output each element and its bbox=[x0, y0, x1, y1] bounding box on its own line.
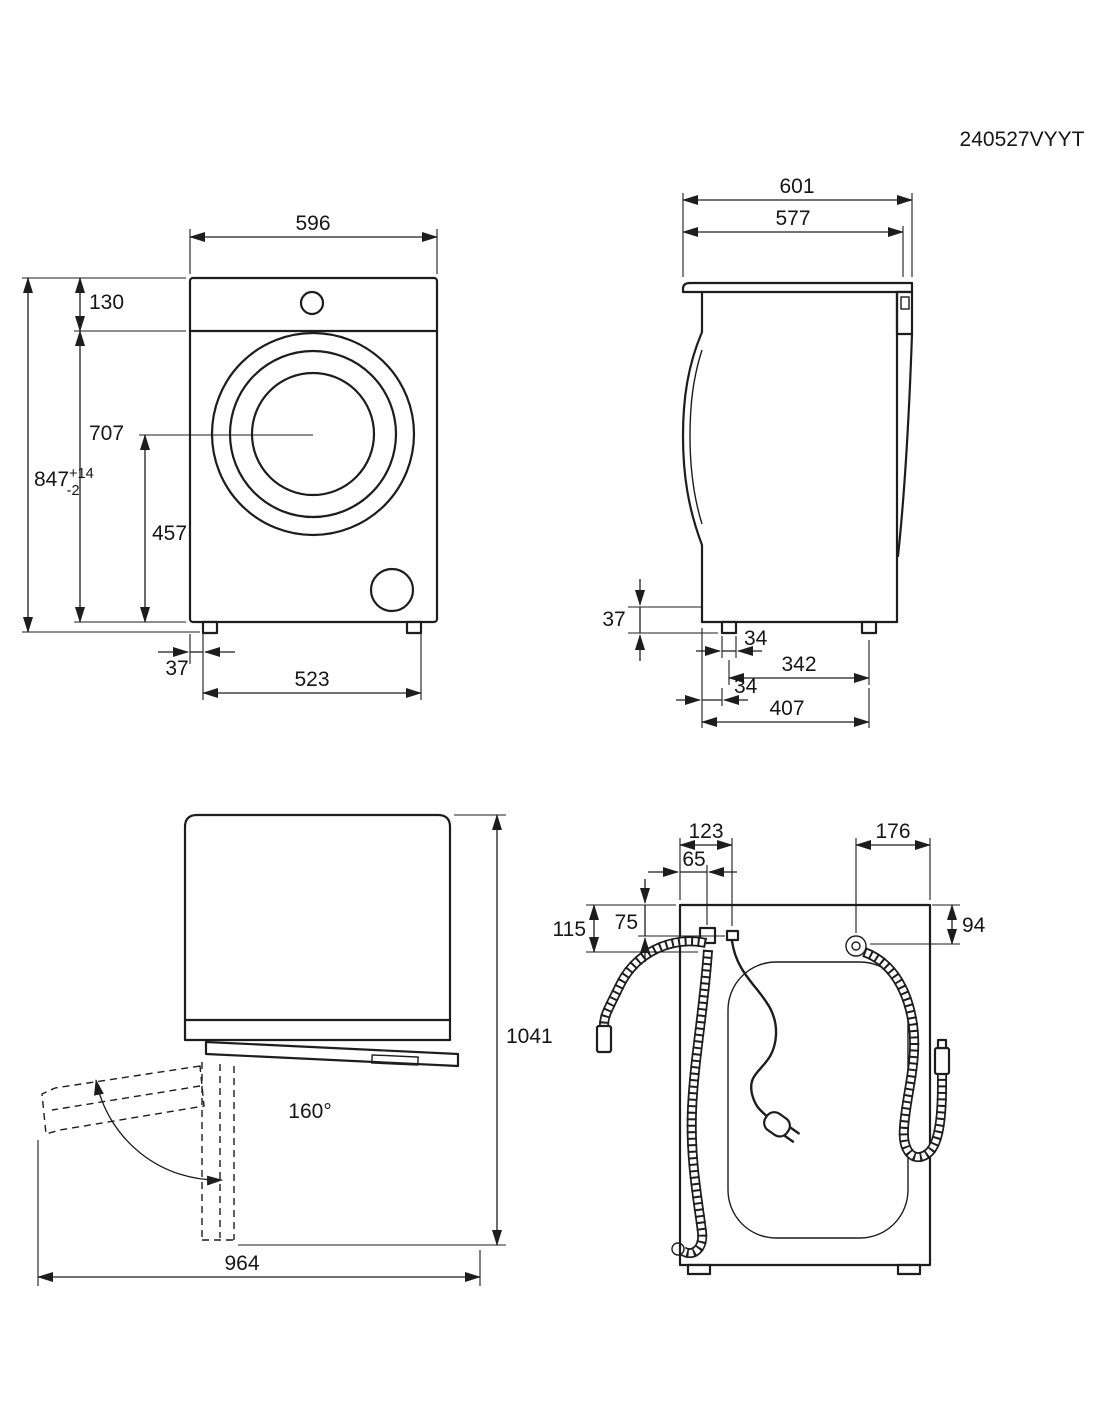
front-machine-outline bbox=[188, 276, 439, 635]
dim-side-feet-distance: 342 bbox=[728, 640, 870, 685]
rear-foot-right bbox=[896, 1263, 922, 1276]
door-angle-label: 160° bbox=[288, 1100, 331, 1123]
dim-front-panel-to-floor: 707 bbox=[74, 330, 186, 623]
rear-cabinet bbox=[678, 903, 932, 1267]
door-swing-arc bbox=[93, 1079, 223, 1186]
dim-front-width: 596 bbox=[189, 212, 438, 274]
dim-label: 601 bbox=[779, 175, 814, 198]
dim-front-panel-height: 130 bbox=[22, 277, 186, 332]
dim-label: 65 bbox=[682, 848, 705, 871]
dim-side-foot-width: 34 bbox=[696, 627, 768, 658]
dim-label: 130 bbox=[89, 291, 124, 314]
dim-side-plinth: 37 bbox=[602, 579, 718, 661]
side-foot-front bbox=[720, 620, 738, 635]
inlet-hose-connector-center bbox=[851, 941, 861, 951]
dim-rear-cord-height: 75 bbox=[615, 879, 725, 962]
dim-label: 34 bbox=[734, 675, 758, 698]
dim-label: 37 bbox=[165, 657, 188, 680]
rear-foot-left bbox=[686, 1263, 712, 1276]
side-rear-panel bbox=[895, 290, 914, 336]
dim-label: 75 bbox=[615, 911, 638, 934]
side-front-edge bbox=[681, 290, 704, 624]
drain-hose-end-fitting bbox=[595, 1024, 613, 1054]
dim-label: 123 bbox=[688, 820, 723, 843]
dim-label: 847+14-2 bbox=[34, 466, 94, 499]
dim-side-depth-total: 601 bbox=[682, 175, 913, 277]
rear-view: 123 65 176 115 75 bbox=[553, 820, 986, 1276]
door-open-positions: 160° bbox=[41, 1062, 332, 1241]
front-cabinet bbox=[188, 276, 439, 624]
power-plug bbox=[763, 1111, 800, 1143]
front-foot-left bbox=[201, 620, 219, 635]
door-slightly-open bbox=[204, 1040, 460, 1068]
door-open-machine bbox=[183, 813, 460, 1068]
power-cord-outlet bbox=[725, 929, 740, 942]
dim-width-door-open: 964 bbox=[37, 1140, 481, 1286]
front-door-outer bbox=[210, 331, 416, 537]
side-door-rim bbox=[689, 349, 703, 525]
rear-machine-outline bbox=[678, 903, 932, 1276]
dim-depth-door-open: 1041 bbox=[238, 814, 553, 1246]
side-foot-rear bbox=[860, 620, 878, 635]
dim-label: 176 bbox=[875, 820, 910, 843]
drain-pump-elbow bbox=[671, 1242, 685, 1256]
drain-hose bbox=[595, 941, 708, 1256]
dim-label: 342 bbox=[781, 653, 816, 676]
dim-label: 34 bbox=[744, 627, 768, 650]
front-door-ring bbox=[228, 349, 398, 519]
dim-label: 707 bbox=[89, 422, 124, 445]
dim-front-feet-distance: 523 bbox=[202, 634, 422, 700]
document-code: 240527VYYT bbox=[960, 128, 1085, 151]
dim-label: 457 bbox=[152, 522, 187, 545]
power-cord-cable bbox=[730, 939, 778, 1120]
inlet-hose bbox=[864, 952, 951, 1157]
dim-rear-inlet-offset: 176 bbox=[855, 820, 931, 933]
dim-rear-inlet-height: 94 bbox=[870, 904, 986, 945]
dim-front-total-height: 847+14-2 bbox=[22, 277, 200, 633]
side-rear-curve bbox=[896, 332, 914, 558]
front-door-glass bbox=[250, 371, 376, 497]
dim-front-door-center: 457 bbox=[139, 434, 313, 623]
front-foot-right bbox=[405, 620, 423, 635]
top-cabinet bbox=[183, 813, 452, 1042]
side-view: 601 577 37 34 342 bbox=[602, 175, 914, 728]
dim-label: 964 bbox=[224, 1252, 259, 1275]
dim-label: 115 bbox=[553, 918, 586, 941]
dim-side-feet-span: 407 bbox=[701, 688, 870, 728]
front-drain-filter bbox=[369, 567, 415, 613]
dim-label: 577 bbox=[775, 207, 810, 230]
door-open-view: 160° 1041 964 bbox=[37, 813, 553, 1286]
dim-label: 1041 bbox=[506, 1025, 553, 1048]
dim-rear-power-cord-offset: 123 bbox=[679, 820, 733, 926]
dim-side-depth-cabinet: 577 bbox=[682, 207, 904, 277]
door-handle bbox=[371, 1054, 419, 1066]
side-machine-outline bbox=[681, 281, 914, 635]
side-worktop bbox=[681, 281, 914, 294]
front-program-knob bbox=[299, 290, 325, 316]
dim-label: 37 bbox=[602, 608, 625, 631]
dim-label: 596 bbox=[295, 212, 330, 235]
front-view: 596 130 707 847+14-2 457 bbox=[22, 212, 439, 700]
dim-rear-drain-offset: 65 bbox=[648, 848, 737, 925]
side-rear-detail bbox=[900, 296, 910, 310]
power-cord bbox=[730, 939, 800, 1143]
dim-label: 407 bbox=[769, 697, 804, 720]
dim-front-foot-offset: 37 bbox=[158, 634, 235, 700]
dim-label: 94 bbox=[962, 914, 986, 937]
dim-side-front-to-foot: 34 bbox=[676, 628, 758, 728]
inlet-hose-connector bbox=[845, 935, 867, 957]
inlet-hose-end-fitting bbox=[933, 1046, 951, 1076]
dim-label: 523 bbox=[294, 668, 329, 691]
inlet-hose-end-cap bbox=[936, 1038, 948, 1050]
